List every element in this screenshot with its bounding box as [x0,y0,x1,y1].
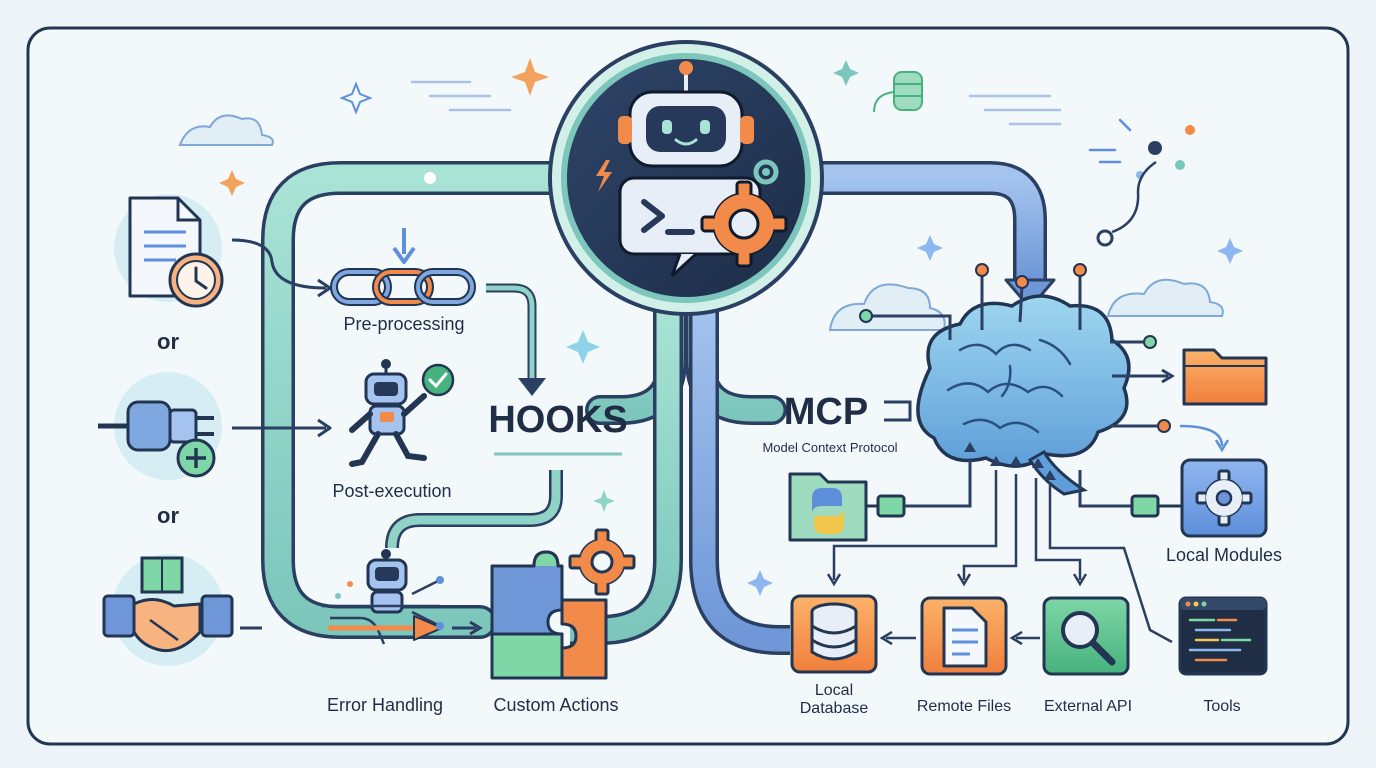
post-execution-label: Post-execution [332,481,451,501]
network-dots-icon [1088,118,1195,247]
remote-files-label: Remote Files [917,698,1011,715]
arrow-head [518,378,546,396]
error-handling-label: Error Handling [327,695,443,715]
mcp-title: MCP [784,391,868,433]
arrow-schedule [231,238,327,290]
trigger-plugin [98,372,222,480]
custom-actions-label: Custom Actions [493,695,618,715]
connector-nodes [859,263,1171,433]
separator-or-2: or [157,503,179,528]
local-modules-icon [1180,458,1268,538]
document-clock-icon [128,196,224,308]
remote-files-icon [920,596,1008,676]
gear-icon [568,528,636,596]
mcp-subtitle: Model Context Protocol [762,440,897,455]
hooks-title: HOOKS [488,399,627,441]
brain-icon [916,294,1131,496]
puzzle-icon [490,550,608,680]
center-hub [548,40,824,316]
pipe-glow [424,172,436,184]
cloud-icon [178,114,1224,331]
brain-output-lines [832,470,1173,644]
sparkle-icon [219,58,1243,596]
center-stem-down-right [692,300,790,652]
trigger-handshake [102,554,234,666]
arrow-pre-to-hooks [486,285,535,384]
hooks-pipe [264,164,604,636]
separator-or-1: or [157,329,179,354]
database-small-icon [873,71,923,113]
python-folder-icon [788,472,868,542]
local-database-icon [790,594,878,674]
tools-label: Tools [1203,698,1240,715]
mcp-pipe [790,164,1044,280]
local-database-label-line1: Local [815,682,853,699]
running-robot-icon [349,359,455,467]
local-database-label-line2: Database [800,700,869,717]
arrow-hooks-to-error [387,470,561,549]
brain-input-arrows [964,442,1056,480]
plug-plus-icon [98,400,216,478]
motion-lines [410,80,1062,126]
local-modules-label: Local Modules [1166,545,1282,565]
chain-link-icon [330,228,476,306]
pre-processing-label: Pre-processing [343,314,464,334]
external-api-label: External API [1044,698,1132,715]
error-handling-robot-icon [322,549,444,645]
folder-icon [1182,348,1268,406]
brain-connectors [870,272,1160,428]
handshake-package-icon [102,556,234,653]
external-api-icon [1042,596,1130,676]
trigger-schedule [114,194,224,308]
tools-terminal-icon [1178,596,1268,676]
